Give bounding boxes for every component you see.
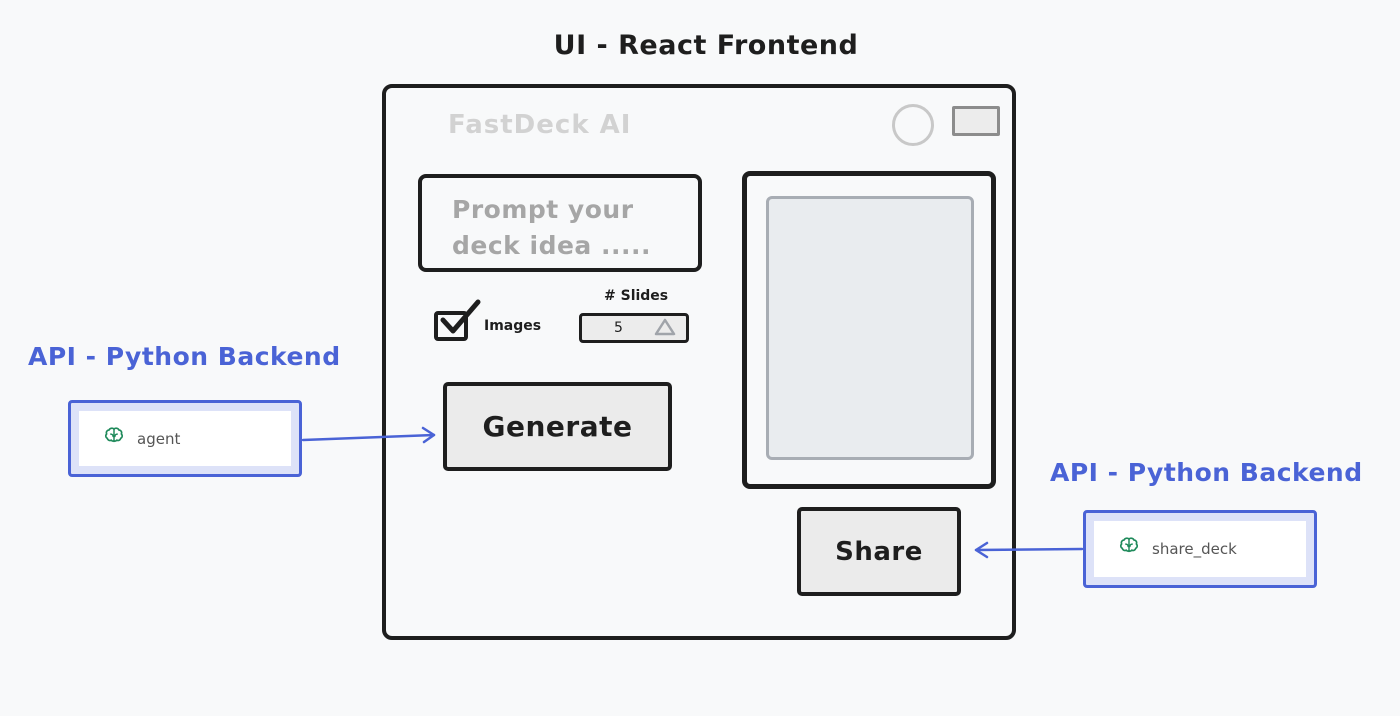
- images-label: Images: [484, 318, 542, 334]
- checkmark-icon: [440, 299, 481, 334]
- api-right-label: API - Python Backend: [1050, 458, 1363, 487]
- generate-button[interactable]: Generate: [443, 382, 672, 471]
- slides-value: 5: [614, 320, 623, 336]
- api-agent-name: agent: [137, 429, 181, 448]
- brain-icon: [1119, 537, 1139, 553]
- api-agent-inner: agent: [79, 411, 291, 466]
- api-left-label: API - Python Backend: [28, 342, 341, 371]
- window-button[interactable]: [952, 106, 1000, 136]
- api-share-deck-name: share_deck: [1152, 540, 1237, 558]
- brain-icon: [104, 426, 124, 442]
- api-share-deck-box: share_deck: [1083, 510, 1317, 588]
- prompt-input[interactable]: Prompt your deck idea .....: [418, 174, 702, 272]
- api-agent-box: agent: [68, 400, 302, 477]
- slide-preview: [766, 196, 974, 460]
- avatar[interactable]: [892, 104, 934, 146]
- prompt-placeholder-line2: deck idea .....: [452, 231, 651, 260]
- share-button[interactable]: Share: [797, 507, 961, 596]
- slides-label: # Slides: [604, 288, 669, 304]
- prompt-placeholder-line1: Prompt your: [452, 195, 634, 224]
- triangle-up-icon[interactable]: [654, 318, 676, 336]
- api-share-deck-inner: share_deck: [1094, 521, 1306, 577]
- diagram-title: UI - React Frontend: [553, 30, 859, 61]
- app-title: FastDeck AI: [448, 110, 632, 140]
